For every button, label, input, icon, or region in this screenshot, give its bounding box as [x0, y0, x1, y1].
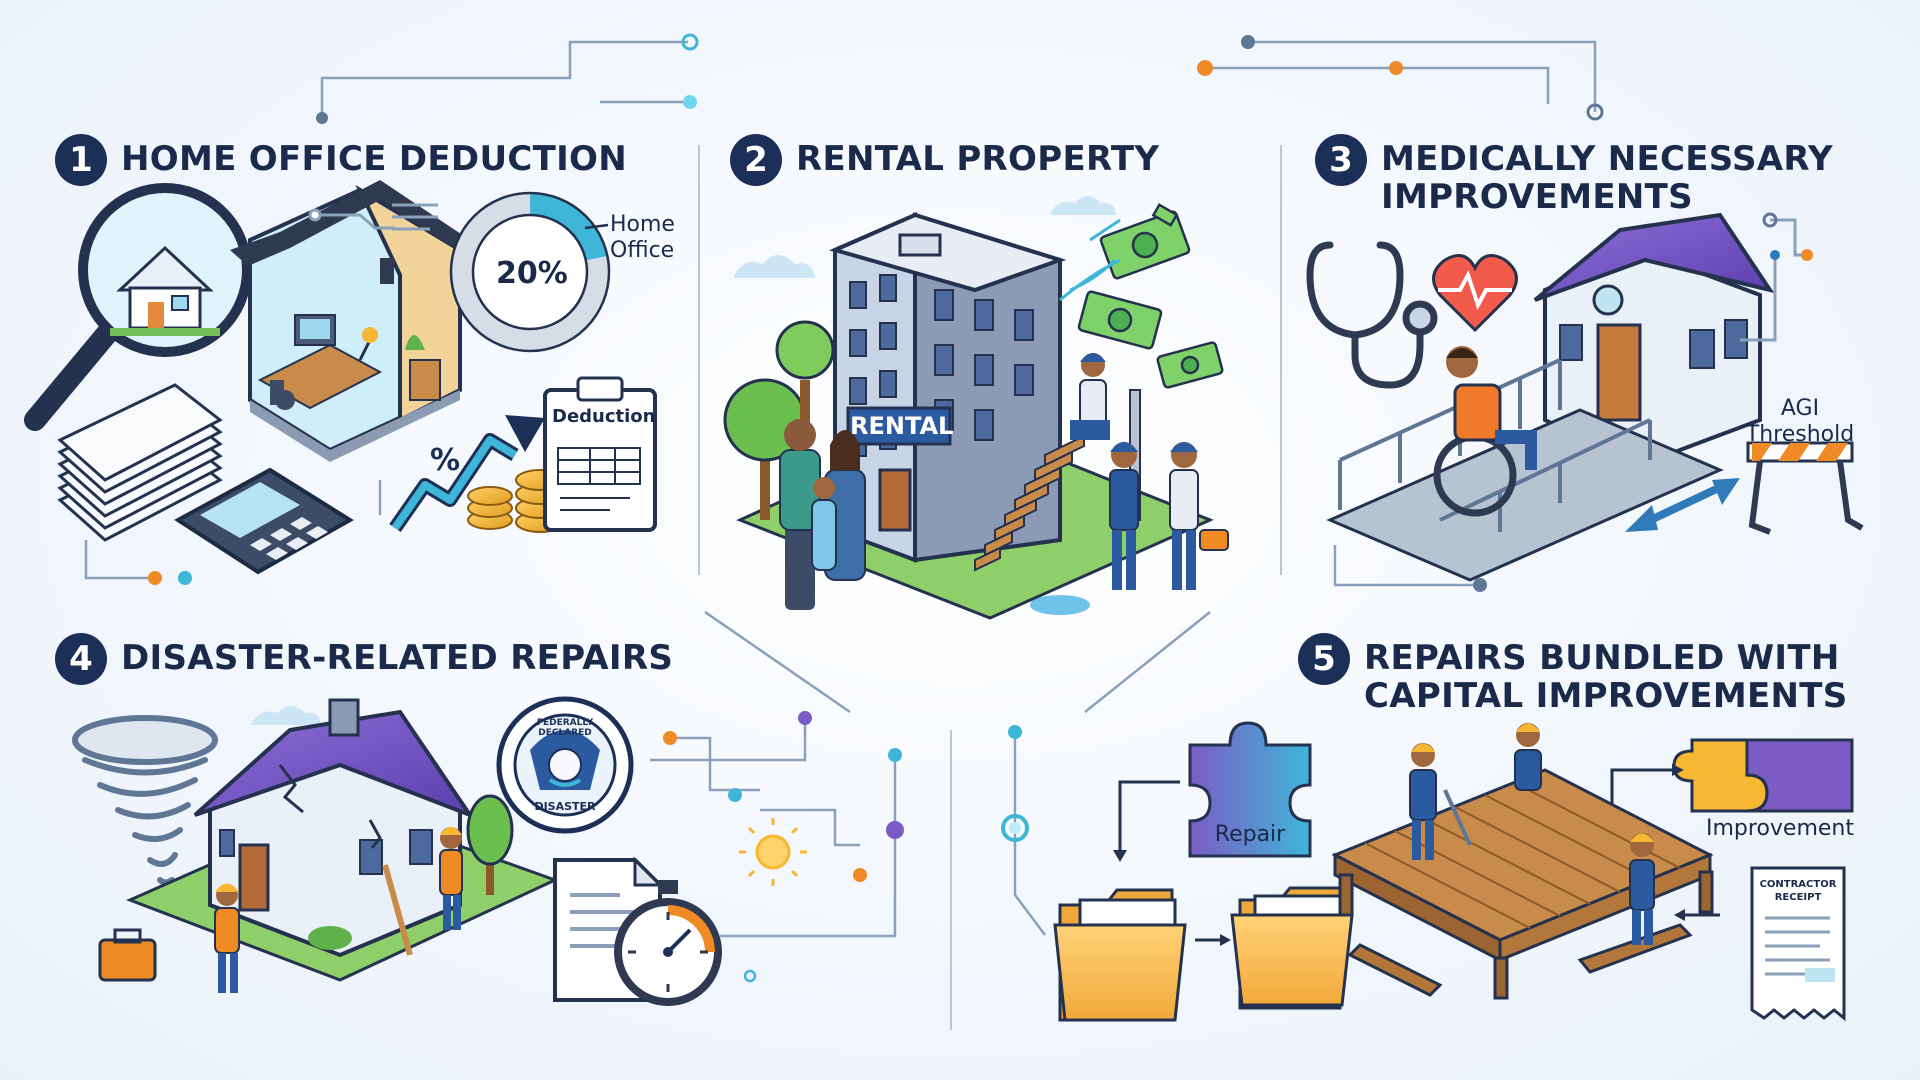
stairs-icon [974, 434, 1085, 572]
tornado-icon [72, 715, 218, 886]
panel-4-illustration [72, 696, 807, 1006]
stopwatch-icon [614, 880, 722, 1006]
seal-bottom-label: DISASTER [534, 800, 596, 813]
section-2-title: RENTAL PROPERTY [796, 139, 1160, 179]
sun-icon [739, 818, 807, 886]
section-5-title-line2: CAPITAL IMPROVEMENTS [1364, 676, 1848, 716]
double-arrow-icon [1625, 478, 1740, 532]
trend-arrow-icon: % [389, 415, 545, 533]
seal-top-label: FEDERALLY DECLARED [536, 718, 594, 738]
pie-chart-icon [449, 191, 611, 353]
panel-1-illustration: % [24, 180, 657, 575]
panel-3-illustration [1306, 212, 1864, 582]
section-5-number: 5 [1298, 633, 1350, 685]
circuit-3 [1740, 218, 1805, 342]
section-4-number: 4 [55, 633, 107, 685]
receipt-icon [1750, 866, 1846, 1022]
receipt-line1: CONTRACTOR [1759, 879, 1837, 890]
section-5-title-line1: REPAIRS BUNDLED WITH [1364, 638, 1840, 678]
repair-label: Repair [1214, 822, 1286, 847]
barrier-icon [1746, 441, 1864, 535]
section-5-title: REPAIRS BUNDLED WITH CAPITAL IMPROVEMENT… [1364, 633, 1848, 715]
toolbox-icon [98, 928, 157, 982]
section-4-title: DISASTER-RELATED REPAIRS [121, 638, 674, 678]
receipt-label: CONTRACTOR RECEIPT [1752, 878, 1844, 904]
puzzle-icon-improvement [1672, 738, 1854, 813]
section-1-title: HOME OFFICE DEDUCTION [121, 139, 628, 179]
section-1-number: 1 [55, 134, 107, 186]
panel-2-illustration [723, 196, 1229, 620]
panel-5-illustration [1053, 721, 1854, 1022]
stethoscope-icon [1306, 241, 1438, 389]
wind-lines [1059, 218, 1121, 302]
divider-3 [950, 730, 952, 1030]
rental-sign-label: RENTAL [850, 412, 954, 440]
improvement-label: Improvement [1706, 816, 1854, 841]
puzzle-icon-repair [1188, 721, 1312, 858]
section-4-heading: 4 DISASTER-RELATED REPAIRS [55, 633, 673, 685]
pie-percent-label: 20% [496, 256, 568, 291]
circuit-nodes [148, 33, 1604, 983]
section-3-heading: 3 MEDICALLY NECESSARY IMPROVEMENTS [1315, 134, 1833, 216]
section-3-title-line1: MEDICALLY NECESSARY [1381, 139, 1833, 179]
section-2-number: 2 [730, 134, 782, 186]
home-office-label-line1: Home [610, 212, 675, 237]
clipboard-icon [543, 376, 657, 532]
paper-stack [57, 383, 223, 542]
cloud-icon [1050, 196, 1116, 215]
home-office-label-line2: Office [610, 238, 675, 263]
agi-line2: Threshold [1745, 422, 1855, 447]
magnifier-icon [24, 183, 252, 431]
circuit-lines [84, 40, 1597, 938]
deduction-label: Deduction [552, 406, 656, 427]
cloud-icon [250, 706, 321, 725]
heart-icon [1432, 254, 1518, 333]
seal-icon [496, 696, 634, 834]
home-office-label: Home Office [610, 212, 675, 264]
section-3-title: MEDICALLY NECESSARY IMPROVEMENTS [1381, 134, 1833, 216]
deck-icon [1331, 768, 1714, 1000]
money-icon [1077, 203, 1224, 389]
calculator-icon [174, 467, 354, 575]
section-3-number: 3 [1315, 134, 1367, 186]
family-icon [779, 419, 866, 610]
section-3-title-line2: IMPROVEMENTS [1381, 177, 1693, 217]
agi-threshold-label: AGI Threshold [1730, 396, 1870, 448]
divider-2 [1280, 145, 1282, 575]
tree-icon [308, 794, 514, 950]
divider-1 [698, 145, 700, 575]
folder-icon [1230, 886, 1354, 1010]
cloud-icon [733, 255, 815, 278]
house-icon [230, 180, 470, 462]
folder-icon [1053, 888, 1187, 1022]
worker-icon [1070, 353, 1229, 590]
svg-text:%: % [430, 443, 460, 478]
section-1-heading: 1 HOME OFFICE DEDUCTION [55, 134, 627, 186]
agi-line1: AGI [1780, 396, 1820, 421]
ramp-house-icon [1533, 212, 1775, 468]
section-5-heading: 5 REPAIRS BUNDLED WITH CAPITAL IMPROVEME… [1298, 633, 1848, 715]
worker-icon [214, 827, 463, 993]
info-lines [308, 203, 438, 231]
coins-icon [467, 469, 565, 533]
damaged-house-icon [193, 698, 476, 958]
section-2-heading: 2 RENTAL PROPERTY [730, 134, 1159, 186]
receipt-line2: RECEIPT [1774, 892, 1822, 903]
worker-icon [1409, 723, 1655, 945]
wheelchair-icon [1433, 346, 1537, 517]
